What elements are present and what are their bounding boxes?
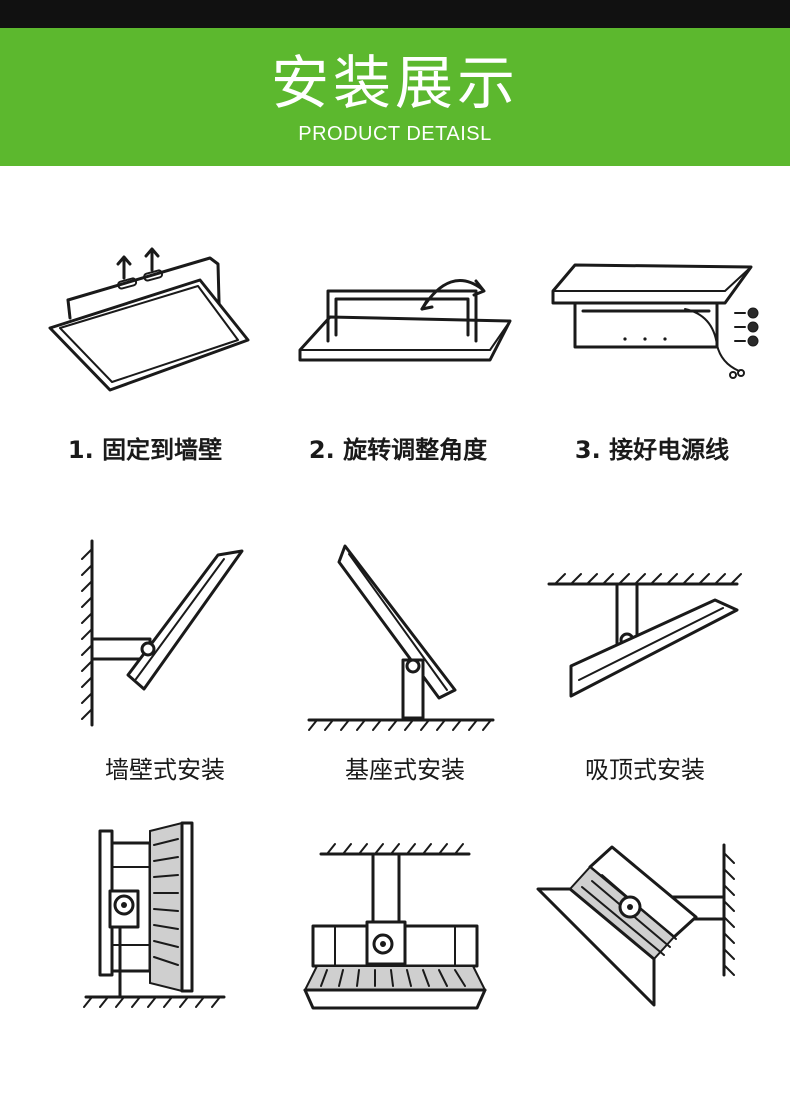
step-label-2: 2. 旋转调整角度 — [308, 436, 488, 464]
step-label-1: 1. 固定到墙壁 — [67, 436, 223, 464]
wall-fix-icon — [40, 230, 270, 420]
step-label-3: 3. 接好电源线 — [574, 436, 730, 464]
page-subtitle: PRODUCT DETAISL — [298, 123, 492, 145]
mount-label-ceiling: 吸顶式安装 — [585, 756, 705, 784]
mount-label-wall: 墙壁式安装 — [105, 756, 225, 784]
base-mount-icon — [305, 540, 495, 735]
top-bar — [0, 0, 790, 28]
ceiling-mount-icon — [545, 570, 745, 710]
mount-label-base: 基座式安装 — [345, 756, 465, 784]
rotate-angle-icon — [290, 255, 520, 385]
page-title: 安装展示 — [270, 49, 519, 117]
wall-mount-side-icon — [80, 815, 230, 1015]
wall-mount-icon — [70, 535, 260, 735]
header-banner: 安装展示 PRODUCT DETAISL — [0, 28, 790, 166]
wall-mount-tilt-icon — [530, 835, 740, 1025]
ceiling-mount-front-icon — [295, 840, 495, 1020]
power-cable-icon — [545, 255, 765, 395]
